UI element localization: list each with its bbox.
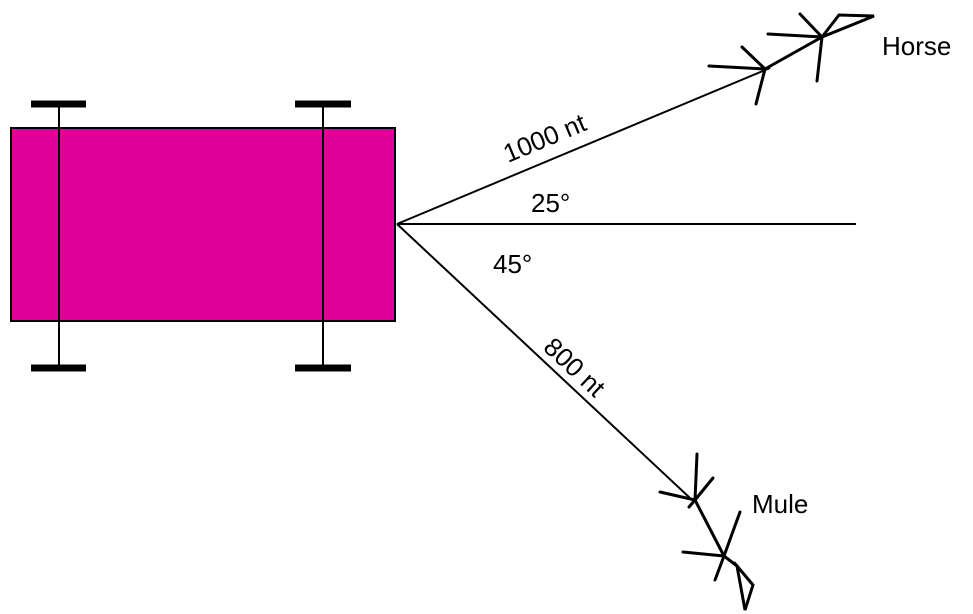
horse-force-label: 1000 nt	[499, 107, 591, 168]
horse-figure	[707, 12, 875, 106]
horse-force-line	[396, 67, 771, 225]
horse-angle-label: 25°	[531, 188, 570, 218]
mule-force-line	[396, 223, 691, 499]
mule-figure	[658, 452, 755, 611]
mule-label: Mule	[752, 489, 808, 519]
mule-angle-label: 45°	[493, 249, 532, 279]
cart	[10, 100, 396, 372]
horse-label: Horse	[882, 31, 951, 61]
cart-body	[10, 127, 396, 322]
